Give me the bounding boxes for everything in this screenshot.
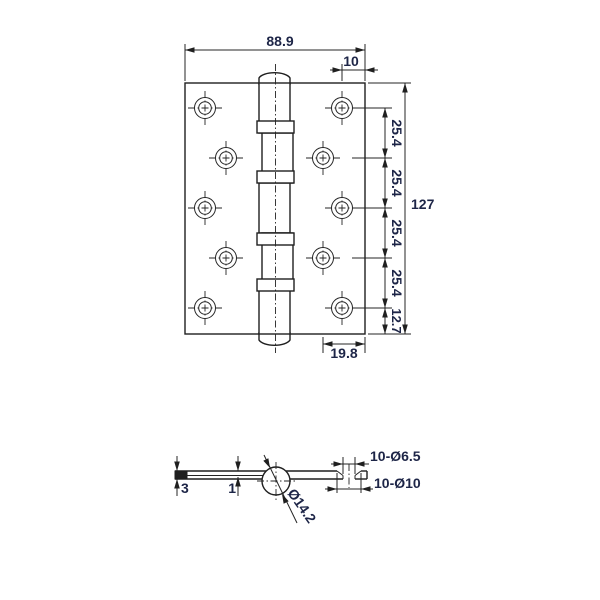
screw-hole xyxy=(209,241,243,275)
leaf-left-end xyxy=(174,470,188,480)
dim-bottom-row-offset-label: 12.7 xyxy=(389,308,404,333)
leaf-section xyxy=(174,464,368,488)
screw-hole xyxy=(188,191,222,225)
barrel-bottom-cap xyxy=(258,332,291,346)
screw-hole xyxy=(188,91,222,125)
dim-row-chain: 25.4 25.4 25.4 25.4 12.7 xyxy=(352,107,405,334)
dim-step-label: 1 xyxy=(228,480,236,496)
dim-row-spacing-4: 25.4 xyxy=(389,269,405,296)
dim-leaf-thickness-label: 3 xyxy=(181,480,189,496)
dim-inner-hole-offset-label: 19.8 xyxy=(330,345,357,361)
screw-hole xyxy=(209,141,243,175)
dim-countersink-diameter: 10-Ø10 xyxy=(325,473,421,493)
hinge-top-view: 88.9 10 127 xyxy=(184,33,435,361)
barrel-top-cap xyxy=(258,72,291,85)
dim-edge-hole-offset: 10 xyxy=(330,53,378,81)
dim-barrel-diameter-label: Ø14.2 xyxy=(285,486,320,527)
barrel-section-circle xyxy=(257,462,295,500)
dim-hole-diameter: 10-Ø6.5 xyxy=(331,448,421,474)
dim-countersink-diameter-label: 10-Ø10 xyxy=(374,475,421,491)
dim-hole-diameter-label: 10-Ø6.5 xyxy=(370,448,421,464)
knuckle-3 xyxy=(258,182,291,234)
screw-hole xyxy=(306,241,340,275)
dim-height-label: 127 xyxy=(411,196,435,212)
dim-step: 1 xyxy=(228,456,241,496)
dim-width: 88.9 xyxy=(184,33,366,81)
countersink-section xyxy=(336,464,362,488)
screw-hole xyxy=(188,291,222,325)
dim-edge-hole-offset-label: 10 xyxy=(343,53,359,69)
hinge-barrel xyxy=(256,64,295,353)
dim-height: 127 xyxy=(368,82,435,335)
screw-holes xyxy=(188,91,359,325)
dim-row-spacing-2: 25.4 xyxy=(389,169,405,196)
dim-leaf-thickness: 3 xyxy=(174,456,189,496)
dim-row-spacing-1: 25.4 xyxy=(389,119,405,146)
screw-hole xyxy=(306,141,340,175)
dim-row-spacing-3: 25.4 xyxy=(389,219,405,246)
dim-inner-hole-offset: 19.8 xyxy=(322,337,366,361)
dim-width-label: 88.9 xyxy=(266,33,293,49)
hinge-section-view: 3 1 Ø14.2 10-Ø6.5 xyxy=(174,448,421,526)
